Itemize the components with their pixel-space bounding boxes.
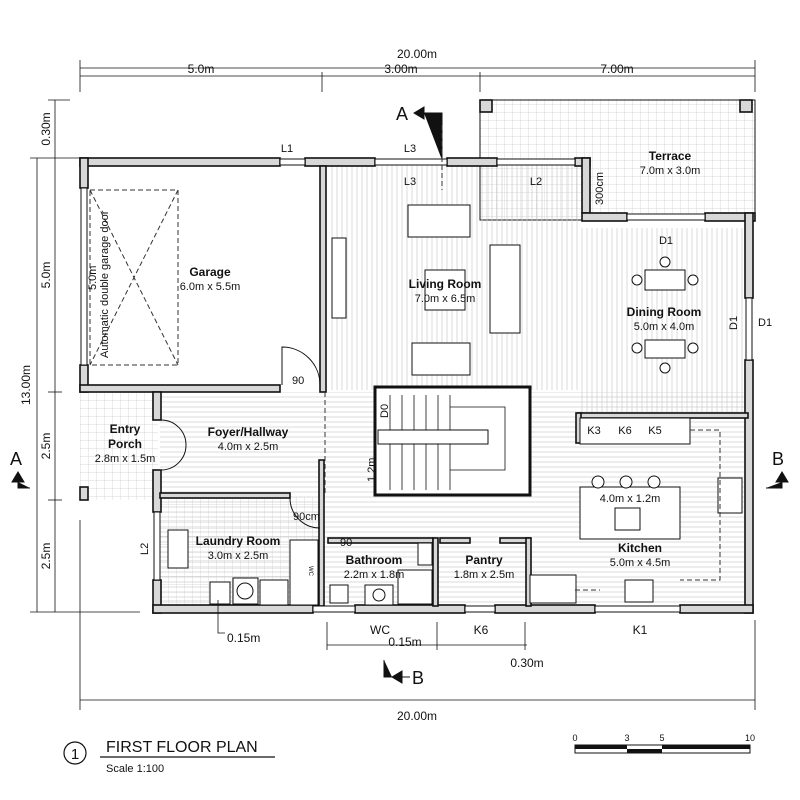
laundry-door-label: 90cm (293, 511, 320, 523)
window-l3-inner-label: L3 (404, 176, 416, 188)
dim-bottom-total: 20.00m (397, 709, 437, 723)
stove (624, 579, 654, 603)
dim-top-seg-3: 7.00m (600, 62, 633, 76)
dim-left-seg-1: 0.30m (39, 112, 53, 145)
dim-top-total: 20.00m (397, 47, 437, 61)
cabinet-k3-label: K3 (587, 425, 600, 437)
dim-top-seg-2: 3.00m (384, 62, 417, 76)
entry-name: Entry (110, 422, 141, 436)
scale-tick-10: 10 (745, 733, 755, 743)
title-block: 1 FIRST FLOOR PLAN Scale 1:100 (63, 739, 275, 775)
laundry-name: Laundry Room (196, 534, 281, 548)
laundry-door-swing (289, 497, 321, 529)
laundry-size: 3.0m x 2.5m (208, 550, 269, 562)
section-a-left: A (10, 449, 22, 469)
dim-left-total: 13.00m (19, 365, 33, 405)
dim-left-seg-3: 2.5m (39, 433, 53, 460)
porch-name: Porch (108, 437, 142, 451)
scale-bar: 0 3 5 10 (572, 733, 755, 754)
bathroom-size: 2.2m x 1.8m (344, 569, 405, 581)
cabinet-k6-label: K6 (618, 425, 631, 437)
window-l2-laundry-label: L2 (139, 543, 151, 555)
dim-laundry-wall: 0.15m (227, 631, 260, 645)
dining-name: Dining Room (627, 305, 702, 319)
bathroom-name: Bathroom (346, 553, 403, 567)
wc-label: WC (307, 566, 313, 577)
foyer-size: 4.0m x 2.5m (218, 441, 279, 453)
garage-door-swing (281, 346, 321, 386)
walls (79, 99, 756, 614)
living-furniture (331, 204, 521, 376)
scale-tick-5: 5 (659, 733, 664, 743)
dim-wc: WC (370, 623, 390, 637)
garage-door-symbol (89, 189, 179, 366)
terrace-name: Terrace (649, 149, 692, 163)
section-a-top: A (396, 104, 408, 124)
terrace-size: 7.0m x 3.0m (640, 165, 701, 177)
garage-size: 6.0m x 5.5m (180, 281, 241, 293)
garage-name: Garage (189, 265, 231, 279)
stair-width-label: 1.2m (366, 458, 378, 482)
kitchen-furniture (529, 417, 743, 604)
wet-area-fixtures (167, 529, 433, 606)
title-name: FIRST FLOOR PLAN (106, 739, 258, 756)
dining-size: 5.0m x 4.0m (634, 321, 695, 333)
entry-size: 2.8m x 1.5m (95, 453, 156, 465)
garage-door-width: 5.0m (87, 266, 99, 290)
dim-gap-1: 0.15m (388, 635, 421, 649)
bathroom-door-label: 90 (340, 537, 352, 549)
pantry-name: Pantry (465, 553, 503, 567)
door-d1-side-label: D1 (728, 316, 740, 330)
sink (717, 477, 743, 514)
island-size: 4.0m x 1.2m (600, 493, 661, 505)
staircase (377, 395, 506, 490)
dim-gap-2: 0.30m (510, 656, 543, 670)
dim-k6: K6 (474, 623, 489, 637)
section-b-bottom: B (412, 668, 424, 688)
porch-floor (80, 392, 158, 500)
scale-tick-3: 3 (624, 733, 629, 743)
section-b-right: B (772, 449, 784, 469)
scale-tick-0: 0 (572, 733, 577, 743)
cabinet-k5-label: K5 (648, 425, 661, 437)
kitchen-size: 5.0m x 4.5m (610, 557, 671, 569)
door-d1-outer-label: D1 (758, 317, 772, 329)
garage-door-90-label: 90 (292, 375, 304, 387)
title-number: 1 (71, 746, 79, 763)
kitchen-name: Kitchen (618, 541, 662, 555)
door-d1-label: D1 (659, 235, 673, 247)
dining-furniture (631, 256, 699, 374)
door-d0-label: D0 (379, 404, 391, 418)
foyer-name: Foyer/Hallway (208, 425, 289, 439)
window-l2-label: L2 (530, 176, 542, 188)
garage-door-label: Automatic double garage door (99, 210, 111, 358)
dim-left-seg-2: 5.0m (39, 262, 53, 289)
terrace-door-label: 300cm (594, 172, 606, 205)
dim-left-seg-4: 2.5m (39, 543, 53, 570)
title-scale: Scale 1:100 (106, 763, 164, 775)
entry-door-swing (160, 419, 187, 471)
cooktop-island (614, 507, 641, 531)
window-l1-label: L1 (281, 143, 293, 155)
living-name: Living Room (409, 277, 482, 291)
living-size: 7.0m x 6.5m (415, 293, 476, 305)
window-l3-label: L3 (404, 143, 416, 155)
dim-top-seg-1: 5.0m (188, 62, 215, 76)
dimension-lines (30, 60, 756, 710)
dim-k1: K1 (633, 623, 648, 637)
section-markers: A A B B (10, 104, 789, 688)
windows (80, 158, 753, 613)
pantry-size: 1.8m x 2.5m (454, 569, 515, 581)
